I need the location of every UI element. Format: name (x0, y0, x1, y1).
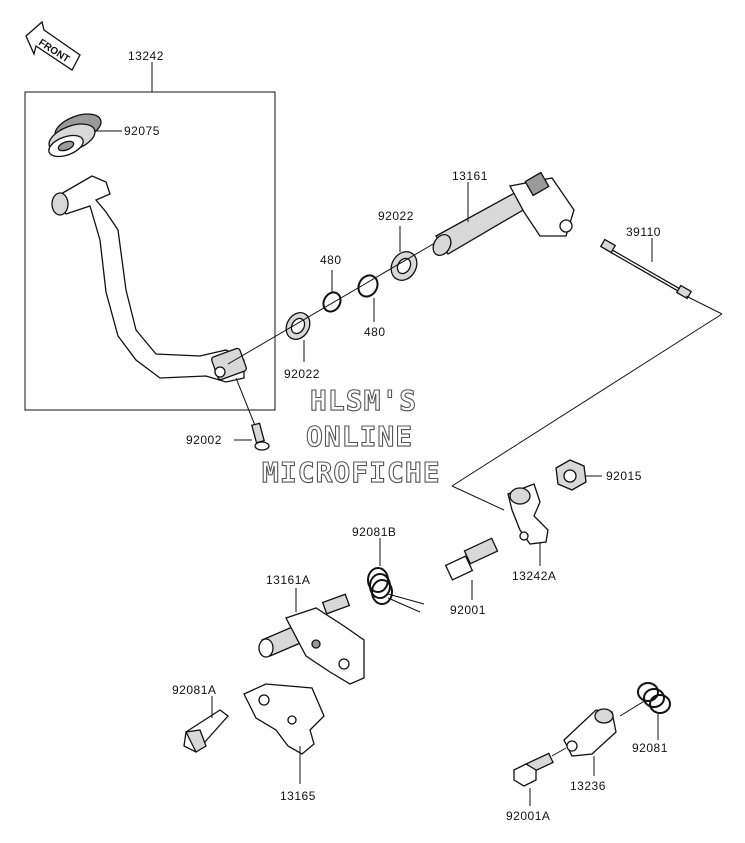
bolt-92001 (444, 537, 499, 600)
label-92081A[interactable]: 92081A (172, 683, 216, 697)
label-92015[interactable]: 92015 (606, 469, 642, 483)
circlip-480-b (357, 274, 379, 322)
washer-92022-upper (390, 226, 418, 281)
circlip-480-a (322, 270, 342, 313)
label-92022-upper[interactable]: 92022 (378, 209, 414, 223)
shift-shaft-13161A (258, 588, 365, 685)
label-480-a[interactable]: 480 (320, 253, 342, 267)
watermark-line-2: ONLINE (306, 420, 413, 453)
assembly-line-pedal (227, 239, 441, 365)
spring-92081B (367, 538, 425, 613)
clip-92081A (183, 696, 229, 753)
label-92075[interactable]: 92075 (124, 124, 160, 138)
label-92081[interactable]: 92081 (632, 741, 668, 755)
shift-lever-13242A (507, 483, 549, 566)
label-92002[interactable]: 92002 (186, 433, 222, 447)
part-labels: 13242 92075 13161 92022 39110 480 480 92… (124, 49, 668, 823)
front-arrow-icon: FRONT (25, 20, 81, 71)
bolt-92002 (234, 377, 270, 451)
label-92081B[interactable]: 92081B (352, 525, 396, 539)
arm-13236 (563, 699, 647, 776)
plate-13165 (243, 683, 325, 784)
bolt-92001A (513, 747, 567, 806)
shift-rod-39110 (451, 238, 723, 511)
shift-pedal (51, 175, 248, 383)
label-13242A[interactable]: 13242A (512, 569, 556, 583)
label-92022-lower[interactable]: 92022 (284, 367, 320, 381)
label-13165[interactable]: 13165 (280, 789, 316, 803)
label-480-b[interactable]: 480 (364, 325, 386, 339)
shift-pedal-rubber (48, 113, 122, 158)
kit-box-13242 (24, 62, 276, 411)
label-13236[interactable]: 13236 (570, 779, 606, 793)
label-92001[interactable]: 92001 (450, 603, 486, 617)
spring-92081 (637, 682, 671, 740)
watermark: HLSM'S ONLINE MICROFICHE (261, 383, 441, 489)
shift-shaft-13161 (432, 171, 575, 256)
label-13161[interactable]: 13161 (452, 169, 488, 183)
label-39110[interactable]: 39110 (626, 225, 661, 239)
label-92001A[interactable]: 92001A (506, 809, 550, 823)
nut-92015 (555, 459, 602, 491)
label-13242[interactable]: 13242 (128, 49, 164, 63)
watermark-line-1: HLSM'S (310, 384, 417, 417)
watermark-line-3: MICROFICHE (262, 456, 441, 489)
label-13161A[interactable]: 13161A (266, 573, 310, 587)
